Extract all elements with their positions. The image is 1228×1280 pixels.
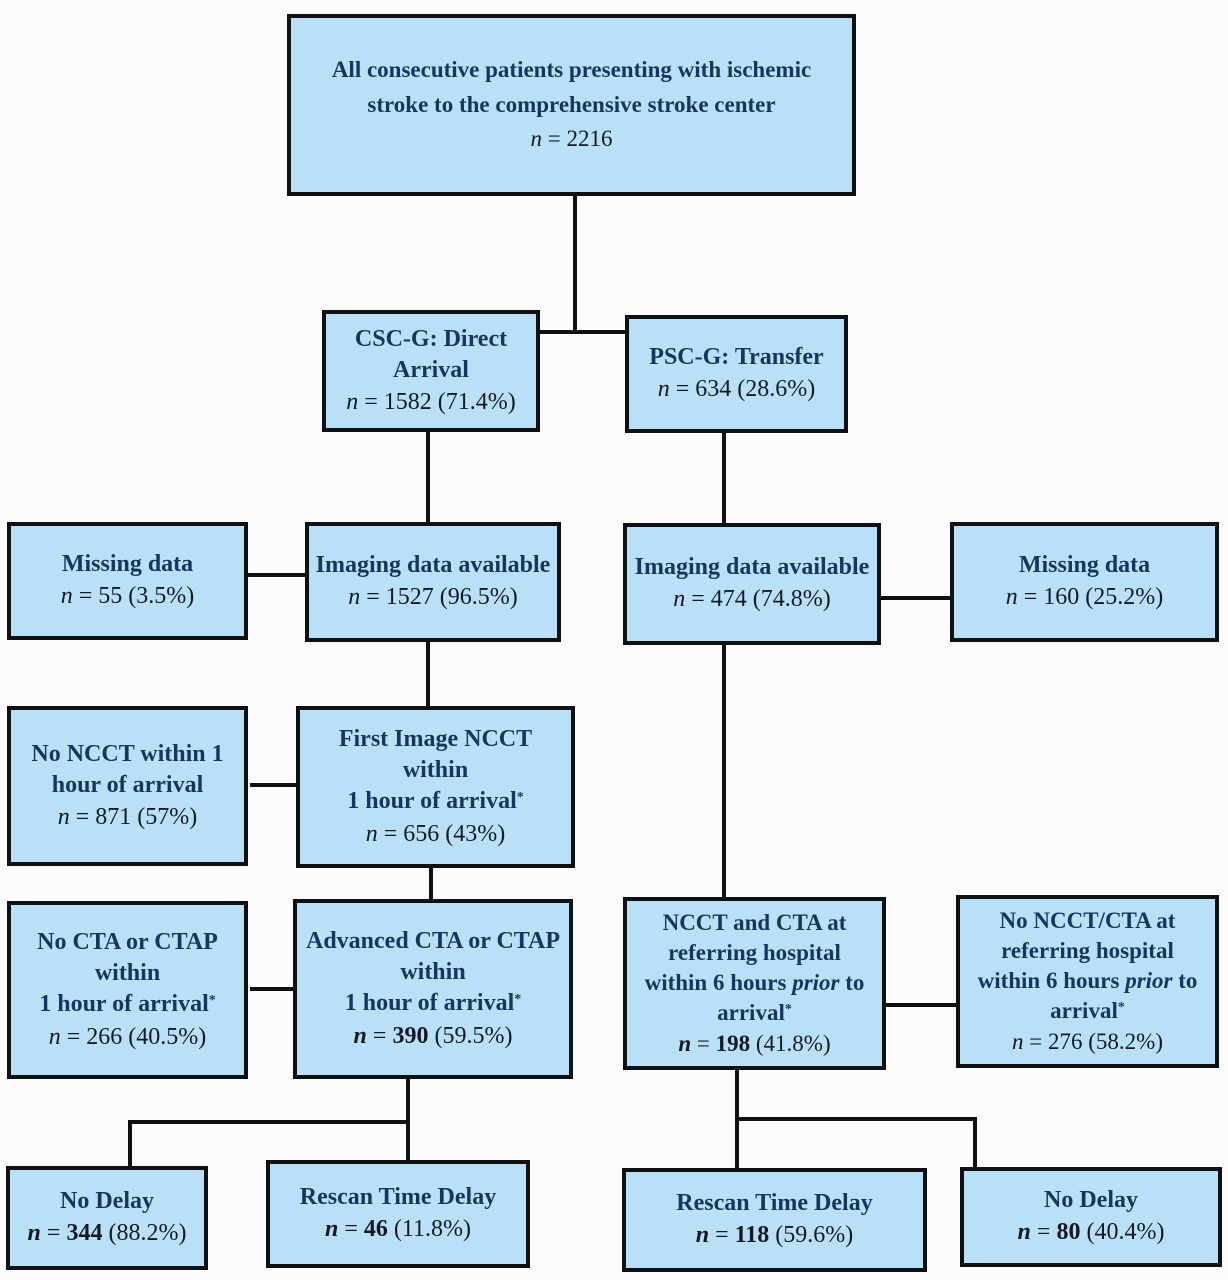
box-title-line: within bbox=[400, 959, 466, 986]
box-title-line: Arrival bbox=[393, 356, 469, 383]
box-title-line: Missing data bbox=[1018, 552, 1151, 579]
box-title-line: No Delay bbox=[60, 1188, 154, 1215]
box-title-line: PSC-G: Transfer bbox=[649, 344, 824, 371]
connector-line bbox=[248, 573, 305, 577]
box-ncct-cta-referring: NCCT and CTA at referring hospital withi… bbox=[623, 897, 886, 1070]
box-title-line: NCCT and CTA at bbox=[662, 910, 847, 936]
box-n-line: n = 55 (3.5%) bbox=[60, 583, 195, 610]
connector-line bbox=[250, 987, 295, 991]
connector-line bbox=[884, 1003, 956, 1007]
box-title-line: Advanced CTA or CTAP bbox=[305, 928, 560, 955]
box-n-line: n = 46 (11.8%) bbox=[325, 1216, 471, 1243]
connector-line bbox=[973, 1117, 977, 1169]
box-title-line: 1 hour of arrival* bbox=[39, 991, 216, 1018]
connector-line bbox=[250, 783, 298, 787]
box-title-line: stroke to the comprehensive stroke cente… bbox=[367, 91, 776, 117]
connector-line bbox=[426, 432, 430, 524]
box-imaging-available-psc: Imaging data available n = 474 (74.8%) bbox=[623, 523, 881, 645]
box-title-line: Rescan Time Delay bbox=[676, 1190, 873, 1217]
box-no-delay-csc: No Delay n = 344 (88.2%) bbox=[6, 1166, 208, 1270]
box-n-line: n = 266 (40.5%) bbox=[48, 1023, 207, 1050]
italic-word: prior bbox=[1125, 967, 1173, 993]
box-title-line: within bbox=[94, 960, 161, 987]
box-title-line: No Delay bbox=[1044, 1187, 1138, 1214]
box-n-line: n = 1582 (71.4%) bbox=[346, 388, 516, 415]
asterisk-footnote-marker: * bbox=[514, 992, 522, 1008]
asterisk-footnote-marker: * bbox=[516, 790, 524, 806]
box-n-line: n = 871 (57%) bbox=[57, 803, 198, 830]
box-title-line: Missing data bbox=[61, 551, 194, 578]
box-n-line: n = 198 (41.8%) bbox=[678, 1030, 831, 1056]
box-n-line: n = 80 (40.4%) bbox=[1017, 1219, 1165, 1246]
box-psc-transfer: PSC-G: Transfer n = 634 (28.6%) bbox=[625, 315, 848, 433]
box-all-patients: All consecutive patients presenting with… bbox=[287, 14, 856, 196]
box-title-line: No CTA or CTAP bbox=[37, 929, 218, 956]
box-n-line: n = 1527 (96.5%) bbox=[348, 584, 518, 611]
box-title-line: referring hospital bbox=[668, 940, 841, 966]
box-title-line: within 6 hours prior to bbox=[977, 967, 1198, 993]
box-n-line: n = 474 (74.8%) bbox=[673, 586, 831, 613]
connector-line bbox=[426, 642, 430, 708]
box-rescan-delay-psc: Rescan Time Delay n = 118 (59.6%) bbox=[622, 1168, 927, 1272]
connector-line bbox=[881, 596, 950, 600]
box-title-line: arrival* bbox=[717, 999, 792, 1025]
connector-line bbox=[429, 866, 433, 901]
box-title-line: Rescan Time Delay bbox=[299, 1184, 497, 1211]
asterisk-footnote-marker: * bbox=[1117, 999, 1125, 1015]
connector-line bbox=[406, 1077, 410, 1162]
box-title-line: 1 hour of arrival* bbox=[344, 990, 522, 1017]
connector-line bbox=[722, 433, 726, 524]
box-title-line: No NCCT/CTA at bbox=[999, 908, 1176, 934]
box-title-line: First Image NCCT bbox=[338, 726, 533, 753]
box-missing-data-csc: Missing data n = 55 (3.5%) bbox=[7, 522, 248, 640]
box-title-line: All consecutive patients presenting with… bbox=[331, 57, 812, 83]
box-imaging-available-csc: Imaging data available n = 1527 (96.5%) bbox=[305, 522, 561, 642]
connector-line bbox=[128, 1120, 132, 1168]
box-csc-direct-arrival: CSC-G: Direct Arrival n = 1582 (71.4%) bbox=[322, 310, 540, 432]
box-title-line: CSC-G: Direct bbox=[354, 325, 508, 352]
box-title-line: Imaging data available bbox=[315, 552, 551, 579]
box-no-cta-ctap-1hr: No CTA or CTAP within 1 hour of arrival*… bbox=[7, 901, 248, 1079]
box-no-delay-psc: No Delay n = 80 (40.4%) bbox=[960, 1167, 1222, 1267]
box-title-line: hour of arrival bbox=[51, 771, 204, 798]
connector-line bbox=[735, 1117, 977, 1121]
box-n-line: n = 390 (59.5%) bbox=[353, 1022, 513, 1049]
asterisk-footnote-marker: * bbox=[208, 993, 216, 1009]
box-n-line: n = 276 (58.2%) bbox=[1012, 1028, 1163, 1054]
box-n-line: n = 118 (59.6%) bbox=[695, 1222, 854, 1249]
box-advanced-cta-ctap-1hr: Advanced CTA or CTAP within 1 hour of ar… bbox=[293, 899, 573, 1079]
box-first-ncct-1hr: First Image NCCT within 1 hour of arriva… bbox=[296, 706, 575, 868]
box-title-line: Imaging data available bbox=[634, 554, 870, 581]
connector-line bbox=[540, 330, 627, 334]
box-title-line: within bbox=[402, 757, 469, 784]
box-title-line: 1 hour of arrival* bbox=[347, 788, 524, 815]
box-rescan-delay-csc: Rescan Time Delay n = 46 (11.8%) bbox=[266, 1160, 530, 1268]
box-n-line: n = 160 (25.2%) bbox=[1005, 584, 1164, 611]
box-n-line: n = 634 (28.6%) bbox=[657, 376, 816, 403]
box-no-ncct-1hr: No NCCT within 1 hour of arrival n = 871… bbox=[7, 706, 248, 866]
connector-line bbox=[722, 645, 726, 899]
italic-word: prior bbox=[792, 969, 840, 995]
box-n-line: n = 344 (88.2%) bbox=[27, 1220, 187, 1247]
box-no-ncct-cta-referring: No NCCT/CTA at referring hospital within… bbox=[956, 895, 1219, 1068]
box-n-line: n = 2216 bbox=[530, 126, 613, 152]
box-n-line: n = 656 (43%) bbox=[365, 820, 506, 847]
connector-line bbox=[573, 196, 577, 334]
box-title-line: within 6 hours prior to bbox=[644, 969, 865, 995]
box-title-line: No NCCT within 1 bbox=[31, 740, 224, 767]
asterisk-footnote-marker: * bbox=[784, 1001, 792, 1017]
box-missing-data-psc: Missing data n = 160 (25.2%) bbox=[950, 522, 1219, 642]
box-title-line: referring hospital bbox=[1001, 938, 1174, 964]
connector-line bbox=[128, 1120, 410, 1124]
box-title-line: arrival* bbox=[1050, 997, 1125, 1023]
